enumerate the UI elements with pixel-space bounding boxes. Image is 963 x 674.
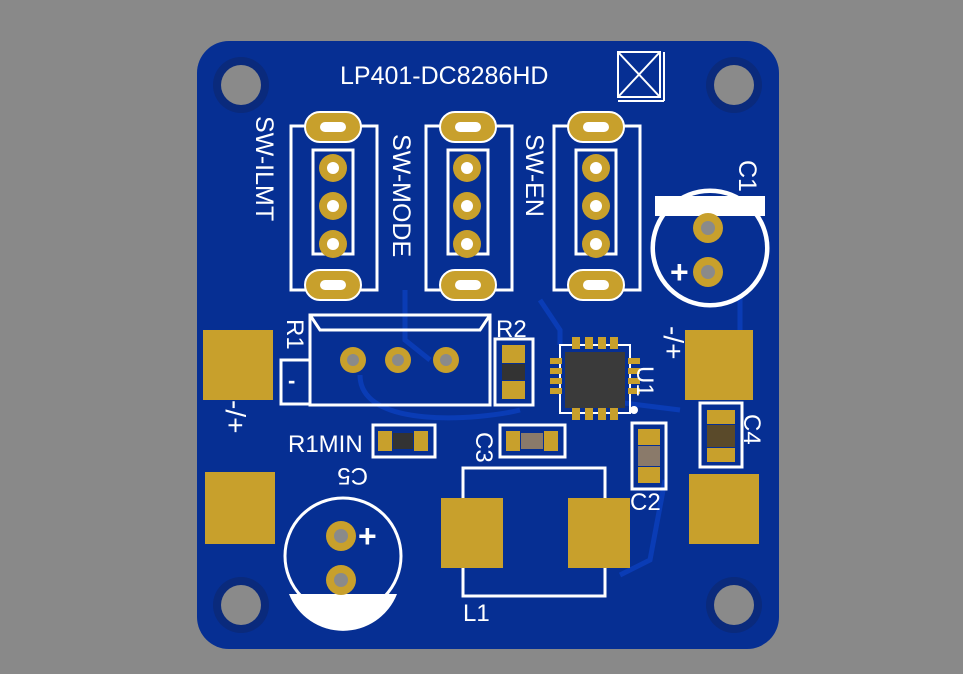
logo-icon xyxy=(617,51,665,102)
right-terminal-plus-pad xyxy=(689,474,759,544)
c5-plus-mark: + xyxy=(358,518,377,554)
switch-ilmt-label: SW-ILMT xyxy=(250,116,278,221)
resistor-r1min xyxy=(371,423,437,459)
switch-en-label: SW-EN xyxy=(520,134,548,217)
r1min-label: R1MIN xyxy=(288,431,363,458)
switch-en xyxy=(552,111,642,301)
c1-plus-mark: + xyxy=(670,254,689,290)
r1-label: R1 xyxy=(281,319,308,350)
switch-mode-label: SW-MODE xyxy=(387,134,415,257)
board-title: LP401-DC8286HD xyxy=(340,62,548,90)
left-terminal-minus-pad xyxy=(203,330,273,400)
capacitor-c1 xyxy=(650,188,770,308)
right-terminal-label: -/+ xyxy=(658,326,689,359)
c1-label: C1 xyxy=(733,160,761,192)
right-terminal-minus-pad xyxy=(685,330,753,400)
resistor-r2 xyxy=(493,337,535,407)
left-terminal-label: -/+ xyxy=(220,400,251,433)
r1-minus-mark: - xyxy=(288,368,295,393)
capacitor-c5 xyxy=(283,496,403,631)
r2-label: R2 xyxy=(496,316,527,343)
mounting-holes xyxy=(213,57,762,633)
u1-label: U1 xyxy=(631,366,658,397)
c3-label: C3 xyxy=(470,432,497,463)
capacitor-c4 xyxy=(698,401,744,469)
ic-u1 xyxy=(550,337,640,420)
c4-label: C4 xyxy=(738,414,765,445)
l1-label: L1 xyxy=(463,600,490,627)
c5-label: C5 xyxy=(337,462,368,489)
switch-mode xyxy=(424,111,514,301)
inductor-l1 xyxy=(441,466,630,598)
left-terminal-plus-pad xyxy=(205,472,275,544)
capacitor-c3 xyxy=(498,423,567,459)
c2-label: C2 xyxy=(630,489,661,516)
potentiometer-r1 xyxy=(279,313,492,407)
capacitor-c2 xyxy=(630,421,668,491)
switch-ilmt xyxy=(289,111,379,301)
